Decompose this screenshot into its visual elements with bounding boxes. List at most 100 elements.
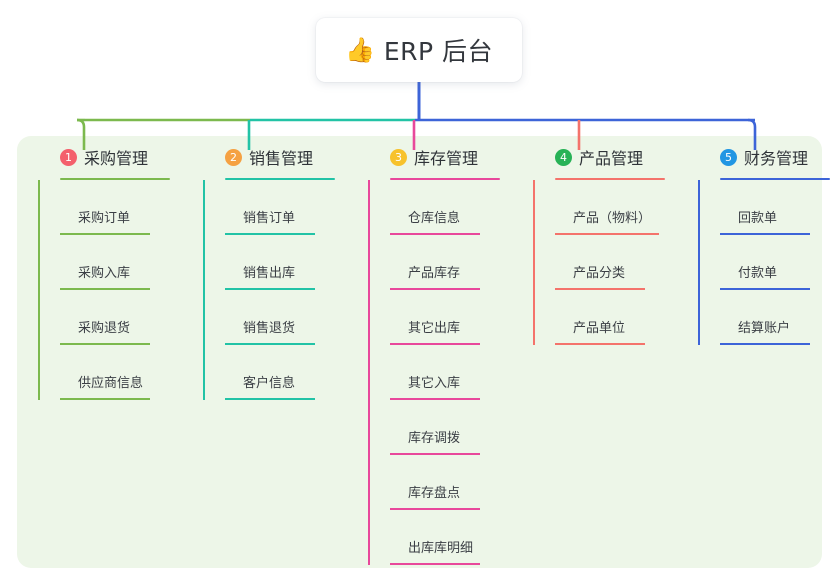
branch-item[interactable]: 出库库明细 — [390, 510, 500, 565]
branch-item-label: 库存盘点 — [408, 486, 461, 501]
branch-header[interactable]: 4 产品管理 — [533, 145, 665, 169]
branch-item-underline — [390, 233, 480, 235]
thumbs-up-icon: 👍 — [344, 36, 375, 64]
branch-item-label: 产品单位 — [573, 321, 626, 336]
branch-item-underline — [720, 288, 810, 290]
branch-item-underline — [225, 343, 315, 345]
branch-item-label: 供应商信息 — [78, 376, 144, 391]
root-node-title: ERP 后台 — [383, 37, 494, 66]
branch-item-label: 出库库明细 — [408, 541, 474, 556]
branch-item-underline — [390, 453, 480, 455]
branch-item-label: 客户信息 — [243, 376, 296, 391]
branch-item-underline — [390, 508, 480, 510]
branch-item-label: 销售出库 — [243, 266, 296, 281]
branch-item-underline — [225, 288, 315, 290]
branch-item-label: 付款单 — [738, 266, 778, 281]
branch-item-underline — [225, 233, 315, 235]
branch-header[interactable]: 1 采购管理 — [38, 145, 170, 169]
branch-item[interactable]: 销售订单 — [225, 180, 335, 235]
branch-item-list: 回款单付款单结算账户 — [698, 180, 830, 345]
branch-item-underline — [60, 288, 150, 290]
branch-item[interactable]: 付款单 — [720, 235, 830, 290]
branch-item[interactable]: 采购退货 — [60, 290, 170, 345]
branch-item[interactable]: 产品（物料） — [555, 180, 665, 235]
root-node-content: 👍 ERP 后台 — [345, 32, 493, 68]
branch-item-list: 仓库信息产品库存其它出库其它入库库存调拨库存盘点出库库明细 — [368, 180, 500, 565]
branch-item-label: 结算账户 — [738, 321, 791, 336]
branch-item[interactable]: 供应商信息 — [60, 345, 170, 400]
branch-spine — [203, 180, 205, 400]
branch-item-underline — [390, 398, 480, 400]
branch-item-underline — [390, 563, 480, 565]
branch-item-label: 其它出库 — [408, 321, 461, 336]
branch-spine — [698, 180, 700, 345]
branch-title: 库存管理 — [414, 149, 479, 168]
branches-panel — [17, 136, 822, 568]
branch-spine — [38, 180, 40, 400]
branch-item-list: 产品（物料） 产品分类产品单位 — [533, 180, 665, 345]
branch-item-underline — [225, 398, 315, 400]
branch-item[interactable]: 库存盘点 — [390, 455, 500, 510]
branch-item-underline — [720, 343, 810, 345]
branch-underline — [555, 178, 665, 180]
branch-item-label: 采购退货 — [78, 321, 131, 336]
branch-item-label: 销售退货 — [243, 321, 296, 336]
branch-spine — [533, 180, 535, 345]
branch-item-underline — [555, 343, 645, 345]
branch-title: 财务管理 — [744, 149, 809, 168]
branch-item-label: 产品库存 — [408, 266, 461, 281]
branch-item[interactable]: 结算账户 — [720, 290, 830, 345]
branch-index-badge: 1 — [60, 148, 77, 166]
branch-item-label: 采购入库 — [78, 266, 131, 281]
branch-column: 5 财务管理回款单付款单结算账户 — [698, 145, 830, 345]
branch-index-badge: 2 — [225, 148, 242, 166]
branch-item-list: 销售订单销售出库销售退货客户信息 — [203, 180, 335, 400]
branch-item-underline — [60, 233, 150, 235]
branch-item[interactable]: 其它入库 — [390, 345, 500, 400]
branch-underline — [720, 178, 830, 180]
branch-item[interactable]: 仓库信息 — [390, 180, 500, 235]
branch-spine — [368, 180, 370, 565]
branch-item-underline — [720, 233, 810, 235]
branch-item[interactable]: 库存调拨 — [390, 400, 500, 455]
branch-item-label: 仓库信息 — [408, 211, 461, 226]
branch-item[interactable]: 产品库存 — [390, 235, 500, 290]
branch-item-underline — [555, 288, 645, 290]
branch-item[interactable]: 回款单 — [720, 180, 830, 235]
branch-index-badge: 4 — [555, 148, 572, 166]
branch-item[interactable]: 产品分类 — [555, 235, 665, 290]
branch-header[interactable]: 5 财务管理 — [698, 145, 830, 169]
branch-item-underline — [60, 343, 150, 345]
root-node[interactable]: 👍 ERP 后台 — [316, 18, 522, 82]
branch-item[interactable]: 采购入库 — [60, 235, 170, 290]
branch-item[interactable]: 销售退货 — [225, 290, 335, 345]
branch-item-label: 采购订单 — [78, 211, 131, 226]
branch-item[interactable]: 销售出库 — [225, 235, 335, 290]
branch-underline — [390, 178, 500, 180]
branch-title: 采购管理 — [84, 149, 149, 168]
branch-item-list: 采购订单采购入库采购退货供应商信息 — [38, 180, 170, 400]
branch-item-underline — [390, 288, 480, 290]
branch-column: 3 库存管理仓库信息产品库存其它出库其它入库库存调拨库存盘点出库库明细 — [368, 145, 500, 565]
branch-item-underline — [390, 343, 480, 345]
branch-item[interactable]: 采购订单 — [60, 180, 170, 235]
branch-header[interactable]: 3 库存管理 — [368, 145, 500, 169]
branch-index-badge: 3 — [390, 148, 407, 166]
branch-item-label: 产品分类 — [573, 266, 626, 281]
branch-item-label: 销售订单 — [243, 211, 296, 226]
branch-item-label: 其它入库 — [408, 376, 461, 391]
branch-item-label: 产品（物料） — [573, 211, 652, 226]
branch-index-badge: 5 — [720, 148, 737, 166]
branch-item-underline — [555, 233, 659, 235]
branch-underline — [225, 178, 335, 180]
branch-item[interactable]: 产品单位 — [555, 290, 665, 345]
branch-title: 产品管理 — [579, 149, 644, 168]
branch-column: 4 产品管理产品（物料） 产品分类产品单位 — [533, 145, 665, 345]
branch-item-label: 回款单 — [738, 211, 778, 226]
branch-item[interactable]: 其它出库 — [390, 290, 500, 345]
branch-item[interactable]: 客户信息 — [225, 345, 335, 400]
branch-item-label: 库存调拨 — [408, 431, 461, 446]
